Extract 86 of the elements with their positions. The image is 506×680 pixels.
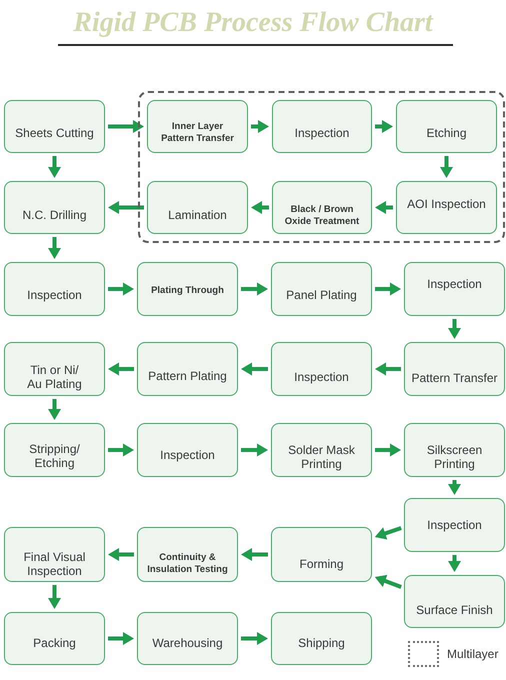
process-box <box>4 423 105 477</box>
arrow <box>241 282 268 296</box>
step-label: Inspection <box>427 277 482 291</box>
process-box <box>404 498 505 552</box>
step-label: Packing <box>33 636 76 650</box>
step-label: Etching <box>426 126 467 140</box>
step-label: Tin or Ni/ Au Plating <box>26 363 83 391</box>
process-box <box>147 100 248 153</box>
arrow <box>375 201 393 214</box>
arrow <box>48 585 61 609</box>
process-box <box>4 527 105 582</box>
arrow <box>241 632 268 645</box>
process-box <box>137 527 238 582</box>
step-label: Inner Layer Pattern Transfer <box>160 121 235 144</box>
step-label: Lamination <box>168 208 227 222</box>
process-box <box>271 423 372 477</box>
step-label: Warehousing <box>152 636 223 650</box>
step-label: AOI Inspection <box>407 196 486 210</box>
process-box <box>4 342 105 396</box>
step-label: Solder Mask Printing <box>287 443 356 471</box>
arrow <box>108 282 134 296</box>
process-box <box>404 423 505 477</box>
process-box <box>271 527 372 582</box>
arrow <box>448 319 461 339</box>
step-label: Forming <box>299 556 344 570</box>
arrow <box>375 362 401 376</box>
step-label: Inspection <box>294 370 349 384</box>
arrow <box>108 444 134 456</box>
arrow <box>448 480 461 495</box>
arrow <box>241 444 268 456</box>
process-box <box>4 100 105 153</box>
process-box <box>404 262 505 316</box>
step-label: Continuity & Insulation Testing <box>146 552 229 575</box>
step-label: Inspection <box>294 126 350 140</box>
process-box <box>137 423 238 477</box>
arrow <box>108 548 134 561</box>
step-label: Surface Finish <box>416 602 493 616</box>
step-label: Stripping/ Etching <box>28 442 81 470</box>
arrow <box>374 574 402 589</box>
arrow <box>251 120 269 133</box>
step-label: Final Visual Inspection <box>22 550 86 578</box>
step-label: Silkscreen Printing <box>426 443 484 471</box>
step-label: Panel Plating <box>286 288 357 302</box>
step-label: Plating Through <box>151 285 224 297</box>
process-box <box>137 262 238 316</box>
arrow <box>251 201 269 214</box>
step-label: Black / Brown Oxide Treatment <box>284 204 360 227</box>
arrow <box>48 237 61 259</box>
process-box <box>4 612 105 665</box>
arrow <box>375 282 401 296</box>
arrow <box>108 632 134 645</box>
arrow <box>440 156 453 178</box>
arrow <box>108 362 134 376</box>
process-box <box>404 575 505 628</box>
process-box <box>137 342 238 396</box>
process-box <box>271 262 372 316</box>
step-label: Shipping <box>298 636 345 650</box>
step-label: Sheets Cutting <box>15 126 94 140</box>
process-box <box>396 181 497 234</box>
step-label: N.C. Drilling <box>22 208 86 222</box>
process-box <box>404 342 505 396</box>
arrow <box>48 399 61 420</box>
process-box <box>272 181 372 234</box>
process-box <box>147 181 248 234</box>
process-box <box>271 342 372 396</box>
process-box <box>4 262 105 316</box>
process-box <box>4 181 105 234</box>
step-label: Pattern Transfer <box>411 371 498 385</box>
arrow <box>241 548 268 561</box>
arrow <box>241 362 268 376</box>
process-box <box>396 100 497 153</box>
arrow <box>448 555 461 572</box>
step-label: Inspection <box>427 518 482 532</box>
arrow <box>48 156 61 178</box>
arrow <box>108 201 144 214</box>
process-box <box>272 100 372 153</box>
process-box <box>137 612 238 665</box>
step-label: Pattern Plating <box>148 369 227 383</box>
dashed-group-box <box>138 91 505 243</box>
chart-title: Rigid PCB Process Flow Chart <box>73 6 433 40</box>
step-label: Inspection <box>27 288 82 302</box>
arrow <box>375 444 401 456</box>
legend-label: Multilayer <box>447 647 498 661</box>
arrow <box>375 120 393 133</box>
step-label: Inspection <box>160 448 215 462</box>
process-box <box>271 612 372 665</box>
